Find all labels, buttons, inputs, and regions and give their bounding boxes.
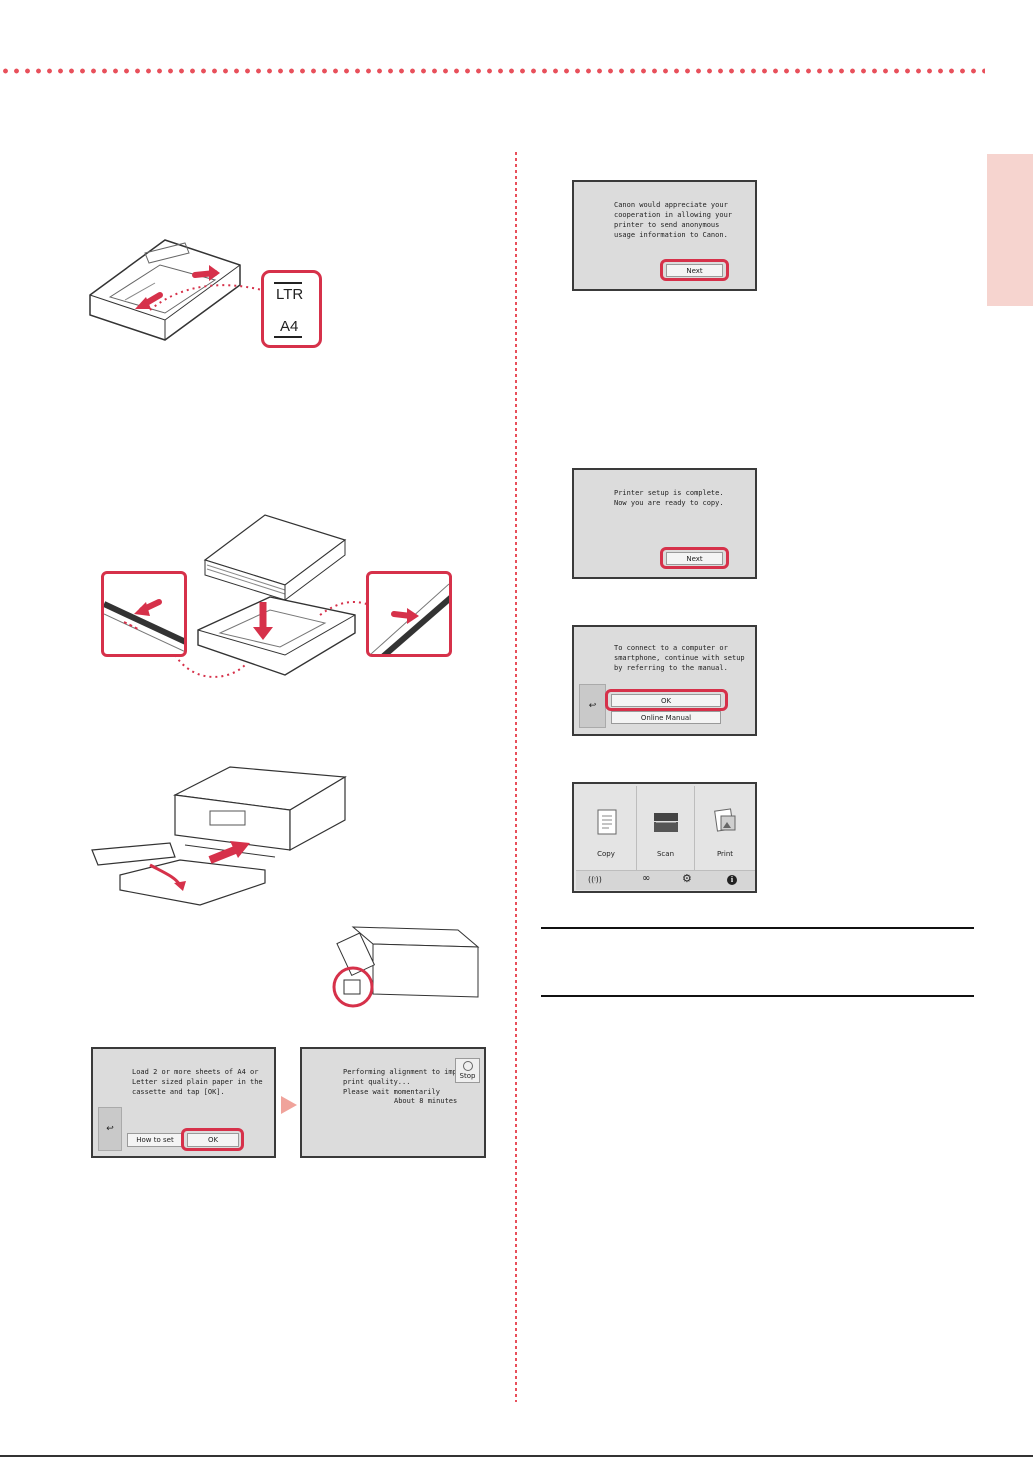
right-guide-callout xyxy=(366,571,452,657)
load-paper-message: Load 2 or more sheets of A4 or Letter si… xyxy=(132,1068,263,1096)
back-button-2[interactable]: ↩ xyxy=(579,684,606,728)
guide-callout-link xyxy=(174,601,371,678)
setup-complete-message: Printer setup is complete. Now you are r… xyxy=(614,489,724,507)
usage-message: Canon would appreciate your cooperation … xyxy=(614,201,733,239)
copy-label: Copy xyxy=(597,850,615,858)
language-tab xyxy=(987,154,1033,306)
link-icon[interactable]: ∞ xyxy=(642,873,651,884)
home-screen: Copy Scan Print ((ᵎ)) ∞ ⚙ i xyxy=(572,782,757,893)
stop-button[interactable]: Stop xyxy=(455,1058,480,1083)
alignment-screen: Performing alignment to improve print qu… xyxy=(300,1047,486,1158)
scan-label: Scan xyxy=(656,850,675,858)
print-tile[interactable]: Print xyxy=(695,786,755,870)
how-to-set-button[interactable]: How to set xyxy=(127,1133,183,1147)
home-status-bar: ((ᵎ)) ∞ ⚙ i xyxy=(576,870,755,890)
ltr-label: LTR xyxy=(276,286,304,303)
note-top-rule xyxy=(541,927,974,929)
stop-label: Stop xyxy=(459,1072,476,1080)
ok-button-2[interactable]: OK xyxy=(611,694,721,707)
footer-rule xyxy=(0,1455,1033,1457)
copy-tile[interactable]: Copy xyxy=(576,786,637,870)
print-icon xyxy=(714,808,736,832)
paper-size-callout: LTR A4 xyxy=(261,270,322,348)
settings-icon[interactable]: ⚙ xyxy=(682,872,692,885)
printer-insert-cassette-illustration xyxy=(91,766,347,906)
dotted-header-rule xyxy=(0,66,985,76)
callout-dotted-line xyxy=(149,284,263,311)
alignment-time: About 8 minutes xyxy=(394,1097,458,1105)
next-highlight xyxy=(660,259,729,281)
cassette-guide-illustration xyxy=(89,239,241,341)
online-manual-button[interactable]: Online Manual xyxy=(611,711,721,724)
next-button[interactable]: Next xyxy=(666,264,723,277)
info-icon[interactable]: i xyxy=(727,875,737,885)
column-divider xyxy=(515,152,517,1402)
connect-screen: ↩ To connect to a computer or smartphone… xyxy=(572,625,757,736)
stop-icon xyxy=(462,1061,473,1071)
ok-button[interactable]: OK xyxy=(187,1133,239,1147)
connect-message: To connect to a computer or smartphone, … xyxy=(614,644,745,672)
next-step-arrow xyxy=(281,1096,297,1114)
ok-highlight-2 xyxy=(605,689,728,711)
wireless-icon[interactable]: ((ᵎ)) xyxy=(588,875,602,884)
copy-icon xyxy=(597,809,617,835)
usage-info-screen: Canon would appreciate your cooperation … xyxy=(572,180,757,291)
paper-stack-illustration xyxy=(197,514,356,676)
note-bottom-rule xyxy=(541,995,974,997)
setup-complete-screen: Printer setup is complete. Now you are r… xyxy=(572,468,757,579)
a4-label: A4 xyxy=(280,318,299,335)
load-paper-screen: ↩ Load 2 or more sheets of A4 or Letter … xyxy=(91,1047,276,1158)
back-button[interactable]: ↩ xyxy=(98,1107,122,1151)
scan-icon xyxy=(654,813,678,832)
ok-highlight xyxy=(181,1128,244,1151)
next-highlight-2 xyxy=(660,547,729,569)
next-button-2[interactable]: Next xyxy=(666,552,723,565)
print-label: Print xyxy=(716,850,734,858)
printer-output-tray-illustration xyxy=(332,926,480,1008)
scan-tile[interactable]: Scan xyxy=(637,786,695,870)
left-guide-callout xyxy=(101,571,187,657)
